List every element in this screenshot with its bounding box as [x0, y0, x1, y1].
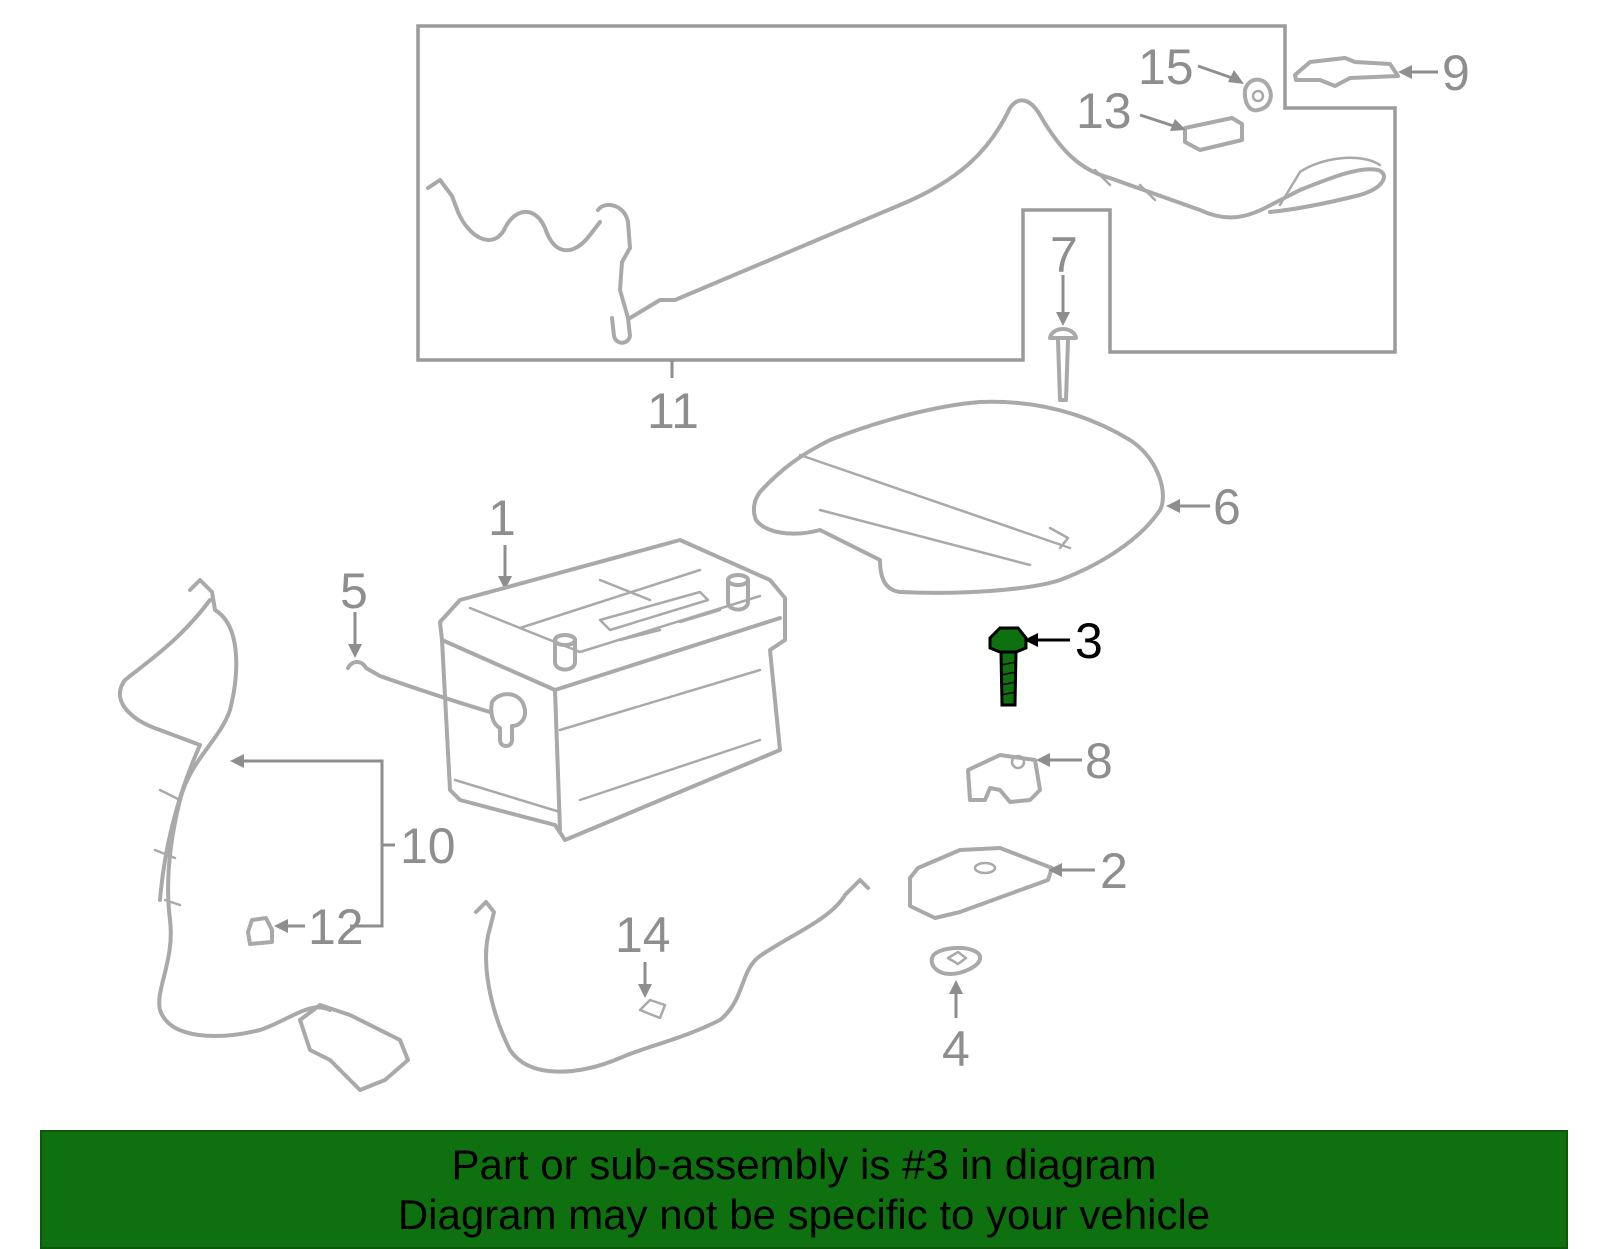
part-14-cable [474, 878, 870, 1074]
part-4-nut [929, 945, 983, 1018]
part-8-clamp [966, 753, 1082, 804]
part-7-pin [1048, 275, 1078, 402]
part-11-cable [426, 98, 1386, 345]
part-10-cable [118, 578, 410, 1092]
callout-1: 1 [488, 490, 516, 546]
part-2-bracket [908, 846, 1095, 920]
part-9-bracket [1293, 56, 1438, 88]
part-15-clip [1197, 64, 1273, 113]
part-3-bolt [988, 626, 1070, 707]
callout-8: 8 [1085, 733, 1113, 789]
part-5-cable [346, 612, 527, 748]
assembly-11-box [416, 24, 1397, 362]
callout-7: 7 [1050, 227, 1078, 283]
part-6-cover [751, 399, 1210, 595]
banner-line-1: Part or sub-assembly is #3 in diagram [451, 1140, 1157, 1188]
part-13-clip [1139, 113, 1244, 152]
callout-14: 14 [615, 907, 671, 963]
banner-line-2: Diagram may not be specific to your vehi… [397, 1190, 1211, 1238]
callout-11: 11 [647, 383, 699, 439]
part-12-clip [246, 916, 305, 946]
part-1-battery [438, 538, 787, 842]
callout-2: 2 [1100, 843, 1128, 899]
callout-6: 6 [1213, 479, 1241, 535]
callout-5: 5 [340, 563, 368, 619]
callout-9: 9 [1442, 45, 1470, 101]
callout-4: 4 [942, 1021, 970, 1077]
callout-3: 3 [1075, 613, 1103, 669]
callout-15: 15 [1138, 39, 1194, 95]
callout-10: 10 [400, 818, 456, 874]
info-banner: Part or sub-assembly is #3 in diagram Di… [40, 1130, 1568, 1249]
callout-13: 13 [1076, 83, 1132, 139]
parts-diagram: 1 2 3 4 5 6 7 8 9 10 11 12 13 14 15 [118, 24, 1470, 1092]
callout-12: 12 [308, 899, 364, 955]
